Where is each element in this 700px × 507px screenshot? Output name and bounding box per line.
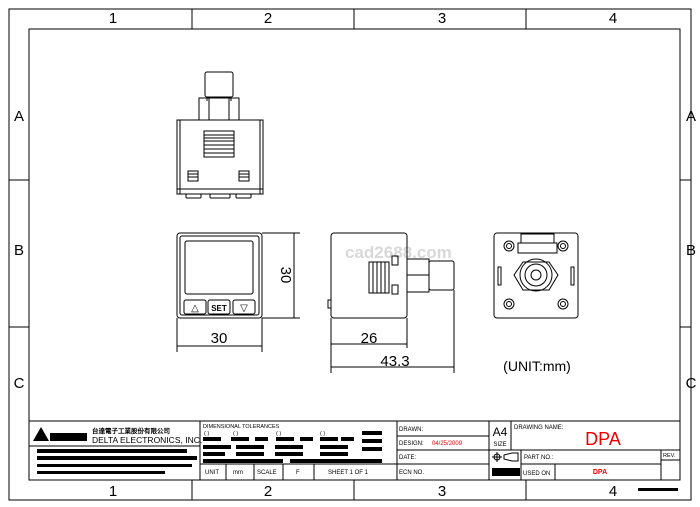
redacted-bars [37, 431, 520, 476]
delta-logo-icon [33, 427, 49, 441]
size-label: SIZE [493, 442, 506, 448]
dim-side-total: 43.3 [380, 353, 409, 370]
ecn-label: ECN NO. [399, 470, 424, 476]
design-label: DESIGN: [399, 441, 424, 447]
tol-bracket-1: ( ) [204, 431, 209, 437]
zone-row-c-right: C [686, 375, 697, 392]
zone-col-1: 1 [109, 10, 117, 27]
tolerances-label: DIMENSIONAL TOLERANCES [203, 424, 280, 430]
watermark: cad2688.com [345, 243, 452, 262]
scale-bar [638, 488, 678, 491]
unit-label: UNIT [205, 470, 219, 476]
rear-view [493, 232, 579, 319]
set-button-label: SET [211, 304, 227, 313]
drawn-label: DRAWN: [399, 427, 423, 433]
scale-value: F [296, 470, 300, 476]
title-block: 台達電子工業股份有限公司 DELTA ELECTRONICS, INC. DIM… [29, 420, 680, 480]
down-button-label: ▽ [240, 303, 248, 314]
unit-note: (UNIT:mm) [503, 358, 571, 374]
size-value: A4 [493, 425, 508, 439]
zone-row-a: A [14, 108, 24, 125]
delta-logo-text [50, 433, 87, 441]
projection-symbol-icon [492, 452, 519, 462]
scale-label: SCALE [257, 470, 277, 476]
zone-col-2: 2 [264, 10, 272, 27]
tol-bracket-3: ( ) [276, 431, 281, 437]
drawing-name: DPA [585, 429, 621, 449]
zone-ticks [9, 9, 691, 500]
zone-labels: 1 2 3 4 1 2 3 4 A B C A B C [14, 10, 697, 500]
zone-col-2-bottom: 2 [264, 483, 272, 500]
zone-col-4: 4 [609, 10, 617, 27]
zone-row-b-right: B [686, 242, 696, 259]
dim-front-height: 30 [277, 267, 294, 284]
drawing-name-label: DRAWING NAME: [514, 425, 564, 431]
rev-label: REV. [663, 453, 676, 459]
outer-border [8, 8, 692, 501]
dim-side-body: 26 [361, 330, 378, 347]
date-label: DATE: [399, 455, 417, 461]
company-name-en: DELTA ELECTRONICS, INC. [92, 435, 202, 445]
used-on-value: DPA [593, 469, 607, 476]
front-view: △ SET ▽ 30 30 [176, 232, 300, 352]
design-date: 04/25/2009 [432, 441, 463, 447]
zone-row-a-right: A [686, 108, 696, 125]
company-name-cn: 台達電子工業股份有限公司 [92, 426, 170, 435]
side-view: cad2688.com 26 43.3 [327, 232, 455, 373]
tol-bracket-4: ( ) [320, 431, 325, 437]
dim-front-width: 30 [211, 330, 228, 347]
zone-row-b: B [14, 242, 24, 259]
zone-col-3-bottom: 3 [438, 483, 446, 500]
tol-bracket-2: ( ) [233, 431, 238, 437]
zone-row-c: C [14, 375, 25, 392]
part-no-label: PART NO.: [524, 455, 554, 461]
sheet-number: SHEET 1 OF 1 [328, 470, 369, 476]
up-button-label: △ [191, 303, 199, 314]
used-on-label: USED ON [523, 471, 550, 477]
zone-col-1-bottom: 1 [109, 483, 117, 500]
top-view [176, 71, 264, 199]
unit-value: mm [233, 470, 243, 476]
zone-col-3: 3 [438, 10, 446, 27]
zone-col-4-bottom: 4 [609, 483, 617, 500]
